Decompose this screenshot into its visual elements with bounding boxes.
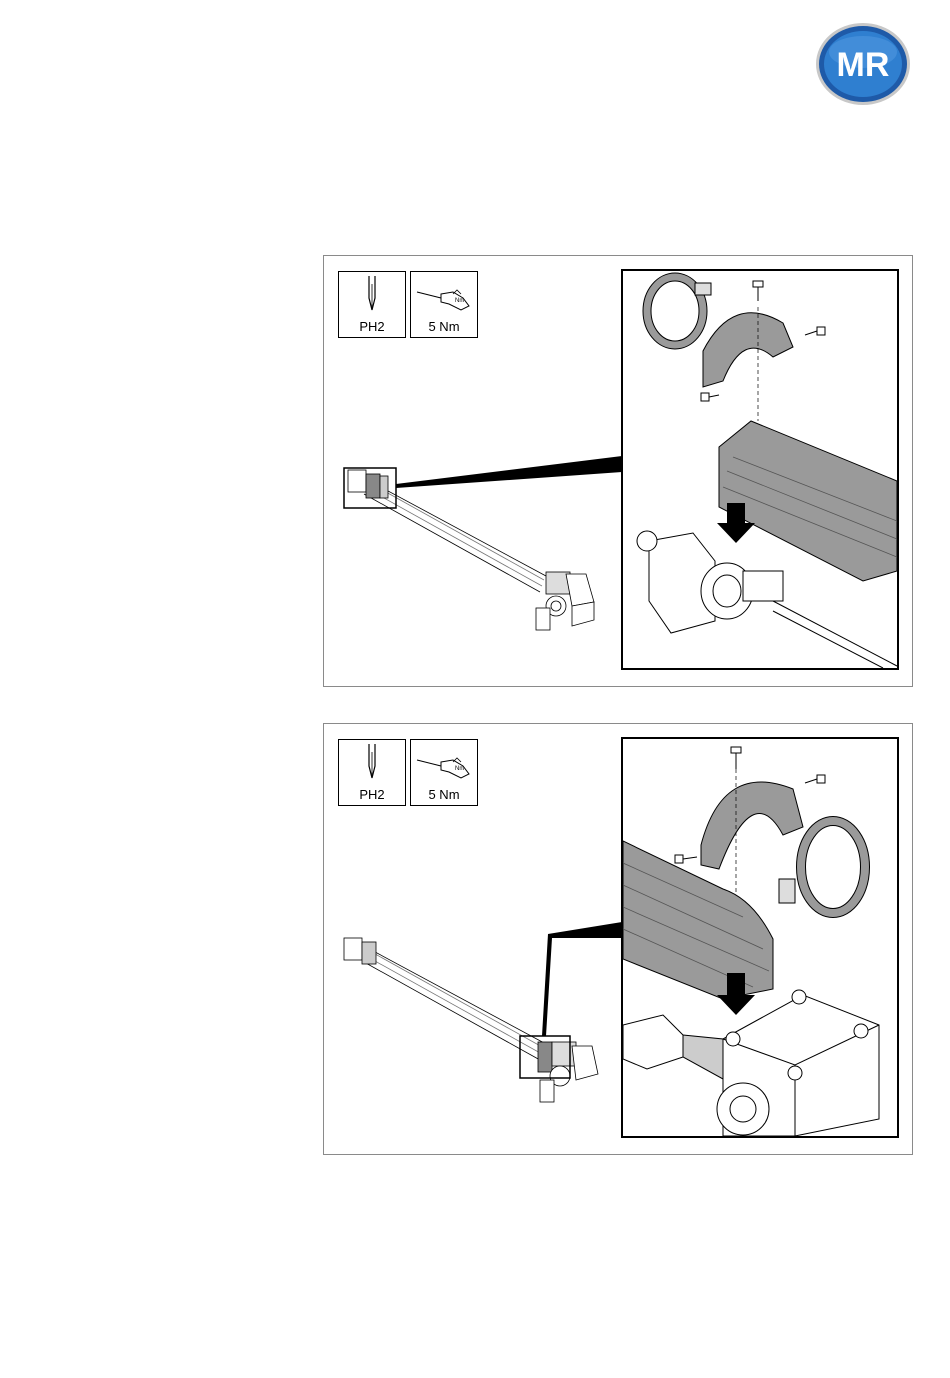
clamp-assembly-drawing bbox=[623, 271, 897, 668]
figure-2: PH2 Nm 5 Nm bbox=[323, 723, 913, 1155]
clamp-assembly-drawing bbox=[623, 739, 897, 1136]
mr-logo: MR bbox=[815, 22, 911, 106]
logo-text: MR bbox=[837, 46, 890, 84]
detail-view-2 bbox=[621, 737, 899, 1138]
detail-view-1 bbox=[621, 269, 899, 670]
figure-1: PH2 Nm 5 Nm bbox=[323, 255, 913, 687]
drive-shaft-overview bbox=[324, 724, 624, 1156]
drive-shaft-overview bbox=[324, 256, 624, 688]
